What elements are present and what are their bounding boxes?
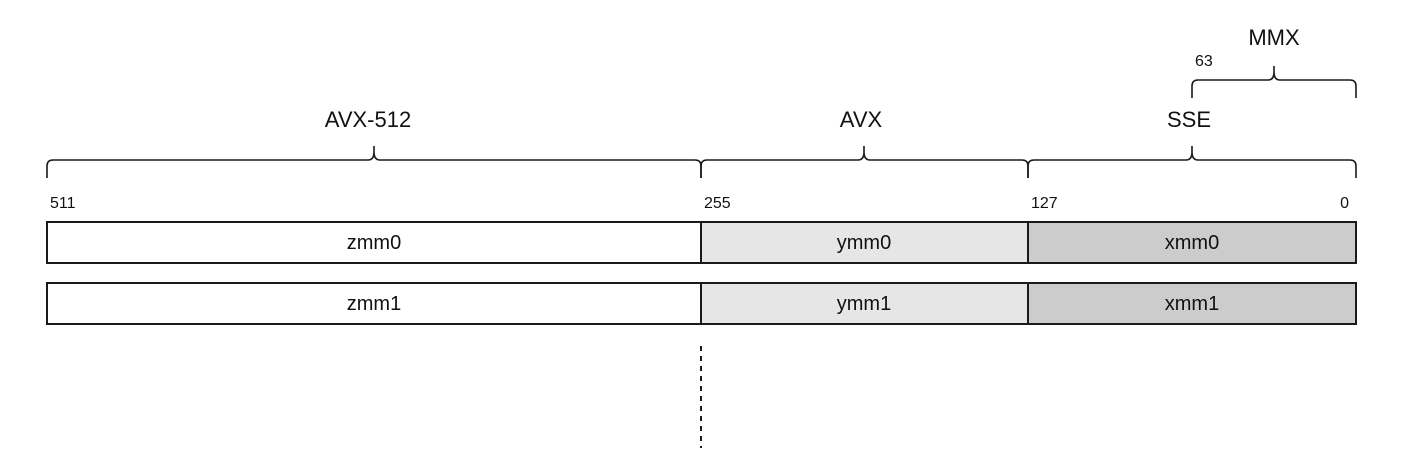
sse-label: SSE xyxy=(1167,107,1211,132)
xmm0-label: xmm0 xyxy=(1165,232,1219,254)
ymm0-label: ymm0 xyxy=(837,232,891,254)
xmm1-label: xmm1 xyxy=(1165,293,1219,315)
register-row-0: zmm0 ymm0 xmm0 xyxy=(46,221,1357,264)
avx-label: AVX xyxy=(840,107,883,132)
zmm0-label: zmm0 xyxy=(347,232,401,254)
avx512-brace xyxy=(46,146,702,178)
bit-511-label: 511 xyxy=(50,195,76,212)
xmm1-segment xyxy=(1027,282,1357,325)
sse-brace xyxy=(1027,146,1357,178)
xmm0-segment xyxy=(1027,221,1357,264)
mmx-brace xyxy=(1191,66,1357,98)
bit-0-label: 0 xyxy=(1340,195,1349,212)
bit-255-label: 255 xyxy=(704,195,731,212)
avx512-label: AVX-512 xyxy=(325,107,411,132)
mmx-label: MMX xyxy=(1248,25,1300,50)
bit-127-label: 127 xyxy=(1031,195,1058,212)
bit-63-label: 63 xyxy=(1195,53,1213,70)
avx-brace xyxy=(700,146,1029,178)
register-row-1: zmm1 ymm1 xmm1 xyxy=(46,282,1357,325)
ymm0-segment xyxy=(700,221,1029,264)
zmm0-segment xyxy=(46,221,702,264)
ymm1-label: ymm1 xyxy=(837,293,891,315)
zmm1-label: zmm1 xyxy=(347,293,401,315)
ymm1-segment xyxy=(700,282,1029,325)
